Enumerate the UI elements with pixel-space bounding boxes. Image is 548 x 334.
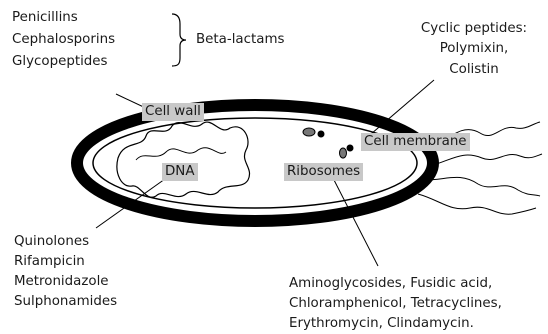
ribosome-dot-1 (303, 128, 315, 136)
ribosome-dot-3 (340, 148, 347, 158)
drug-aminoglycosides-line: Aminoglycosides, Fusidic acid, (289, 275, 492, 293)
cell-membrane-ring (93, 118, 417, 208)
drug-sulphonamides: Sulphonamides (14, 293, 117, 311)
drug-chloramphenicol-line: Chloramphenicol, Tetracyclines, (289, 295, 502, 313)
label-dna: DNA (162, 163, 198, 181)
drug-metronidazole: Metronidazole (14, 273, 109, 291)
label-cell-wall: Cell wall (142, 103, 204, 121)
drug-colistin: Colistin (414, 61, 534, 79)
drug-glycopeptides: Glycopeptides (12, 53, 108, 71)
dna-inner-strand (136, 148, 226, 160)
ribosome-dot-2 (318, 131, 325, 138)
drug-penicillins: Penicillins (12, 9, 78, 27)
flagellum-4 (418, 194, 536, 214)
pointer-ribosomes (334, 180, 378, 266)
label-cell-membrane: Cell membrane (361, 133, 470, 151)
label-ribosomes: Ribosomes (284, 163, 363, 181)
drug-quinolones: Quinolones (14, 233, 89, 251)
drug-rifampicin: Rifampicin (14, 253, 85, 271)
beta-lactam-bracket (172, 14, 186, 66)
drug-cephalosporins: Cephalosporins (12, 31, 115, 49)
drug-erythromycin-line: Erythromycin, Clindamycin. (289, 315, 474, 333)
flagellum-2 (430, 154, 542, 166)
drug-polymixin: Polymixin, (414, 40, 534, 58)
flagellum-3 (426, 177, 540, 196)
ribosome-dot-4 (347, 145, 354, 152)
drug-cyclic-peptides: Cyclic peptides: (414, 20, 534, 38)
beta-lactams-label: Beta-lactams (196, 31, 284, 49)
